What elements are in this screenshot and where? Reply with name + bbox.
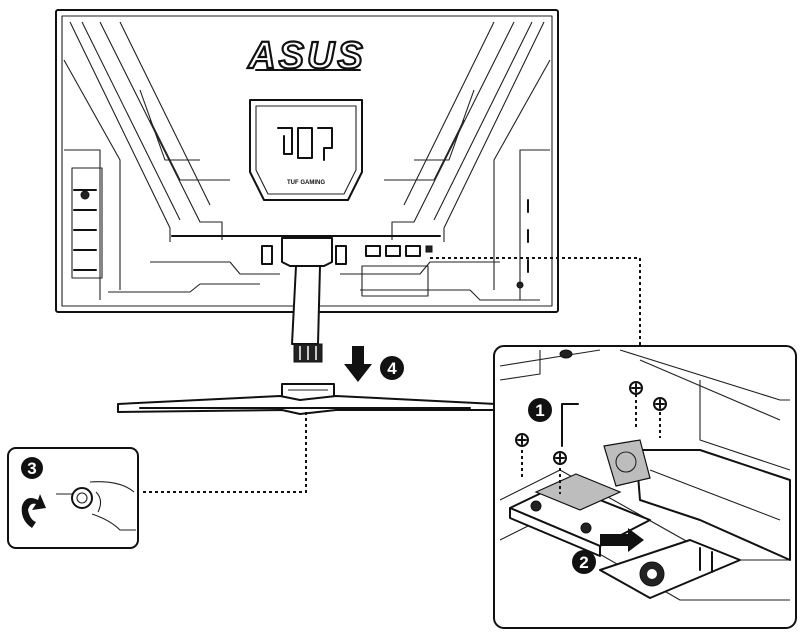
step1-badge	[528, 398, 552, 422]
screws	[515, 381, 667, 494]
step3-inset: 3	[7, 447, 139, 549]
monitor-rear-view: ASUS TUF GAMING	[55, 9, 559, 363]
stand-neck	[281, 237, 333, 363]
tuf-logo-icon	[277, 127, 333, 161]
label-plate	[361, 265, 429, 297]
svg-text:2: 2	[579, 553, 588, 572]
left-wing-panel	[63, 21, 230, 300]
screw-icon	[653, 397, 667, 411]
slide-arrow-icon	[600, 528, 644, 552]
down-arrow-icon	[344, 346, 372, 382]
svg-text:4: 4	[387, 359, 397, 378]
tuf-gaming-badge: TUF GAMING	[249, 99, 363, 201]
screw-icon	[629, 381, 643, 395]
badge-caption: TUF GAMING	[287, 180, 325, 186]
connector-base-to-screw	[140, 412, 307, 493]
stand-base	[117, 383, 497, 415]
right-wing-panel	[384, 21, 551, 300]
step4-indicator: 4	[344, 346, 404, 382]
rear-io-band	[108, 235, 540, 301]
step4-badge	[380, 356, 404, 380]
svg-text:1: 1	[535, 401, 544, 420]
thumbscrew-detail	[56, 481, 136, 531]
screw-icon	[553, 451, 567, 465]
counterclockwise-arrow-icon	[21, 494, 46, 528]
step3-badge	[21, 457, 43, 479]
screw-icon	[515, 433, 529, 447]
step2-badge	[572, 550, 596, 574]
svg-text:3: 3	[27, 459, 36, 478]
left-vent-block	[71, 167, 103, 279]
detail-inset: 1 2	[493, 345, 797, 629]
io-ports	[365, 245, 433, 257]
connector-ports-to-detail	[430, 257, 641, 346]
screwdriver-icon	[561, 403, 579, 447]
